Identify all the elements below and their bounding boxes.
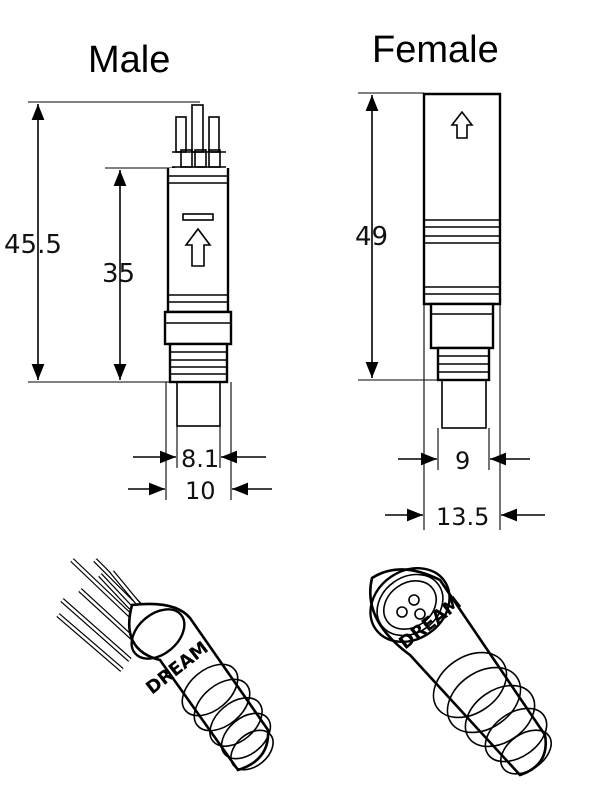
male-body-length-dim: 35 [102, 259, 135, 289]
male-outer-diameter-dim: 10 [185, 477, 216, 505]
male-connector-illustration: DREAM [56, 558, 274, 772]
female-outer-diameter-dim: 13.5 [436, 503, 489, 531]
female-connector-illustration: DREAM [369, 566, 552, 777]
female-inner-diameter-dim: 9 [455, 447, 470, 475]
male-title: Male [88, 39, 170, 81]
female-title: Female [372, 29, 499, 71]
male-inner-diameter-dim: 8.1 [181, 445, 219, 473]
male-connector-drawing [28, 101, 233, 427]
male-overall-length-dim: 45.5 [4, 230, 62, 260]
female-connector-drawing [358, 92, 502, 429]
female-overall-length-dim: 49 [355, 222, 388, 252]
